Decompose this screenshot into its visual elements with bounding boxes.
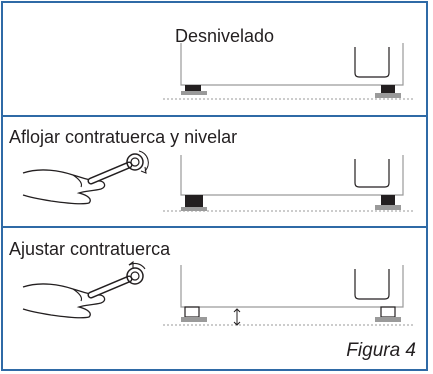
hand-with-wrench-icon: [22, 260, 146, 319]
appliance-leveling-drawing: [163, 155, 413, 212]
leveling-foot-icon: [381, 85, 395, 93]
leveling-foot-icon: [185, 85, 201, 91]
step-3-title: Ajustar contratuerca: [9, 239, 171, 259]
leveling-foot-icon: [184, 306, 200, 318]
figure-frame: Desnivelado Aflojar contratuerca y nivel…: [1, 1, 428, 371]
leveling-foot-icon: [185, 195, 203, 209]
appliance-level-drawing: [163, 265, 413, 326]
rotation-arrow-icon: [138, 150, 149, 172]
leveling-foot-icon: [380, 306, 396, 318]
appliance-unlevel-drawing: [163, 43, 413, 100]
step-2-title: Aflojar contratuerca y nivelar: [9, 127, 238, 147]
leveling-foot-icon: [381, 195, 395, 205]
step-1-title: Desnivelado: [175, 26, 275, 46]
section-divider: [3, 115, 426, 117]
section-divider: [3, 226, 426, 228]
figure-caption: Figura 4: [346, 340, 416, 361]
hand-with-wrench-icon: [22, 150, 149, 205]
